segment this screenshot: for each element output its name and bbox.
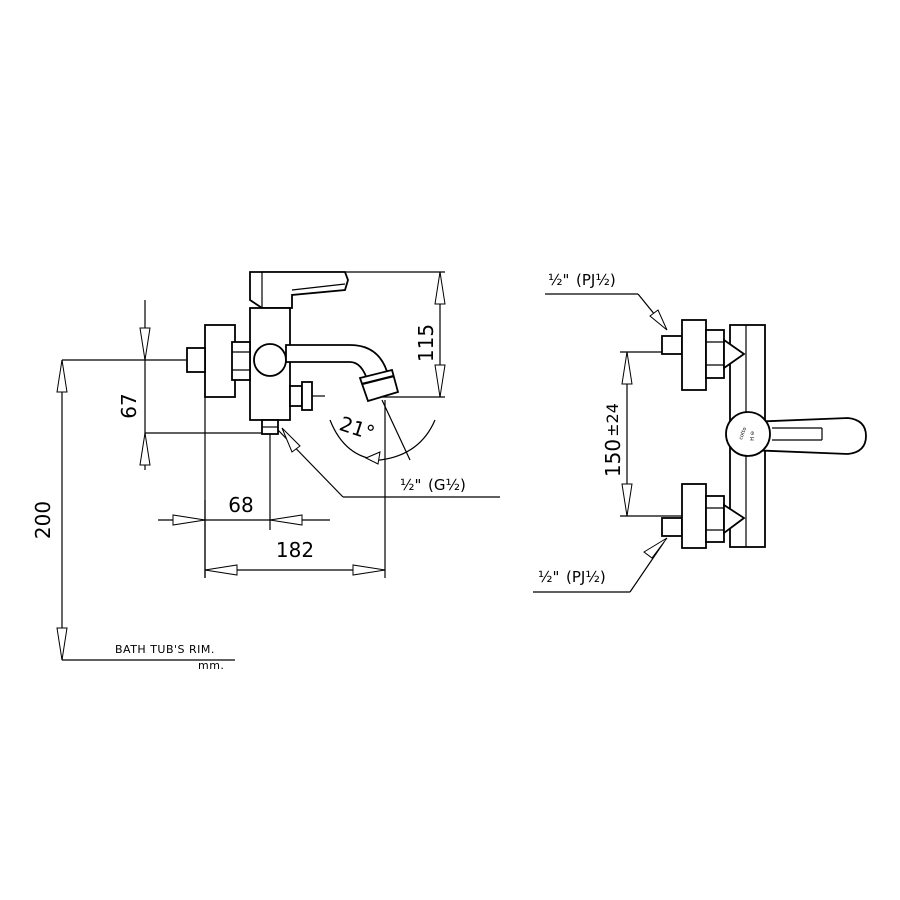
angle-21-indicator — [329, 399, 436, 465]
rim-label: BATH TUB'S RIM. — [115, 643, 215, 656]
side-view: 200 67 115 68 — [31, 271, 500, 672]
dim-150-label: 150 — [601, 439, 625, 477]
dim-182-label: 182 — [276, 538, 314, 562]
dim-200-line — [56, 359, 255, 661]
top-connection-text: (PJ½) — [576, 271, 616, 289]
bottom-connection-leader — [533, 537, 668, 593]
dim-67-line — [139, 300, 270, 470]
faucet-front-body — [661, 319, 867, 549]
handle-letters: H ⊖ — [750, 431, 756, 441]
dim-115-line — [262, 271, 446, 398]
dim-150-line — [620, 351, 690, 517]
front-view: 150 ±24 cotto — [533, 271, 867, 593]
dim-182-line — [204, 390, 386, 578]
faucet-side-body — [186, 271, 400, 435]
unit-label: mm. — [198, 659, 224, 672]
dim-150-tolerance: ±24 — [603, 403, 622, 437]
bottom-connection-prefix: ½" — [538, 568, 559, 586]
thread-prefix: ½" — [400, 476, 421, 494]
top-connection-prefix: ½" — [548, 271, 569, 289]
bottom-connection-text: (PJ½) — [566, 568, 606, 586]
handle-brand: cotto — [738, 427, 748, 441]
dim-67-label: 67 — [117, 393, 141, 418]
top-connection-leader — [545, 293, 668, 331]
thread-leader — [277, 427, 500, 498]
dim-68-label: 68 — [228, 493, 253, 517]
angle-21-label: 21° — [337, 411, 378, 445]
dim-200-label: 200 — [31, 501, 55, 539]
thread-text: (G½) — [428, 476, 466, 494]
dim-115-label: 115 — [414, 324, 438, 362]
